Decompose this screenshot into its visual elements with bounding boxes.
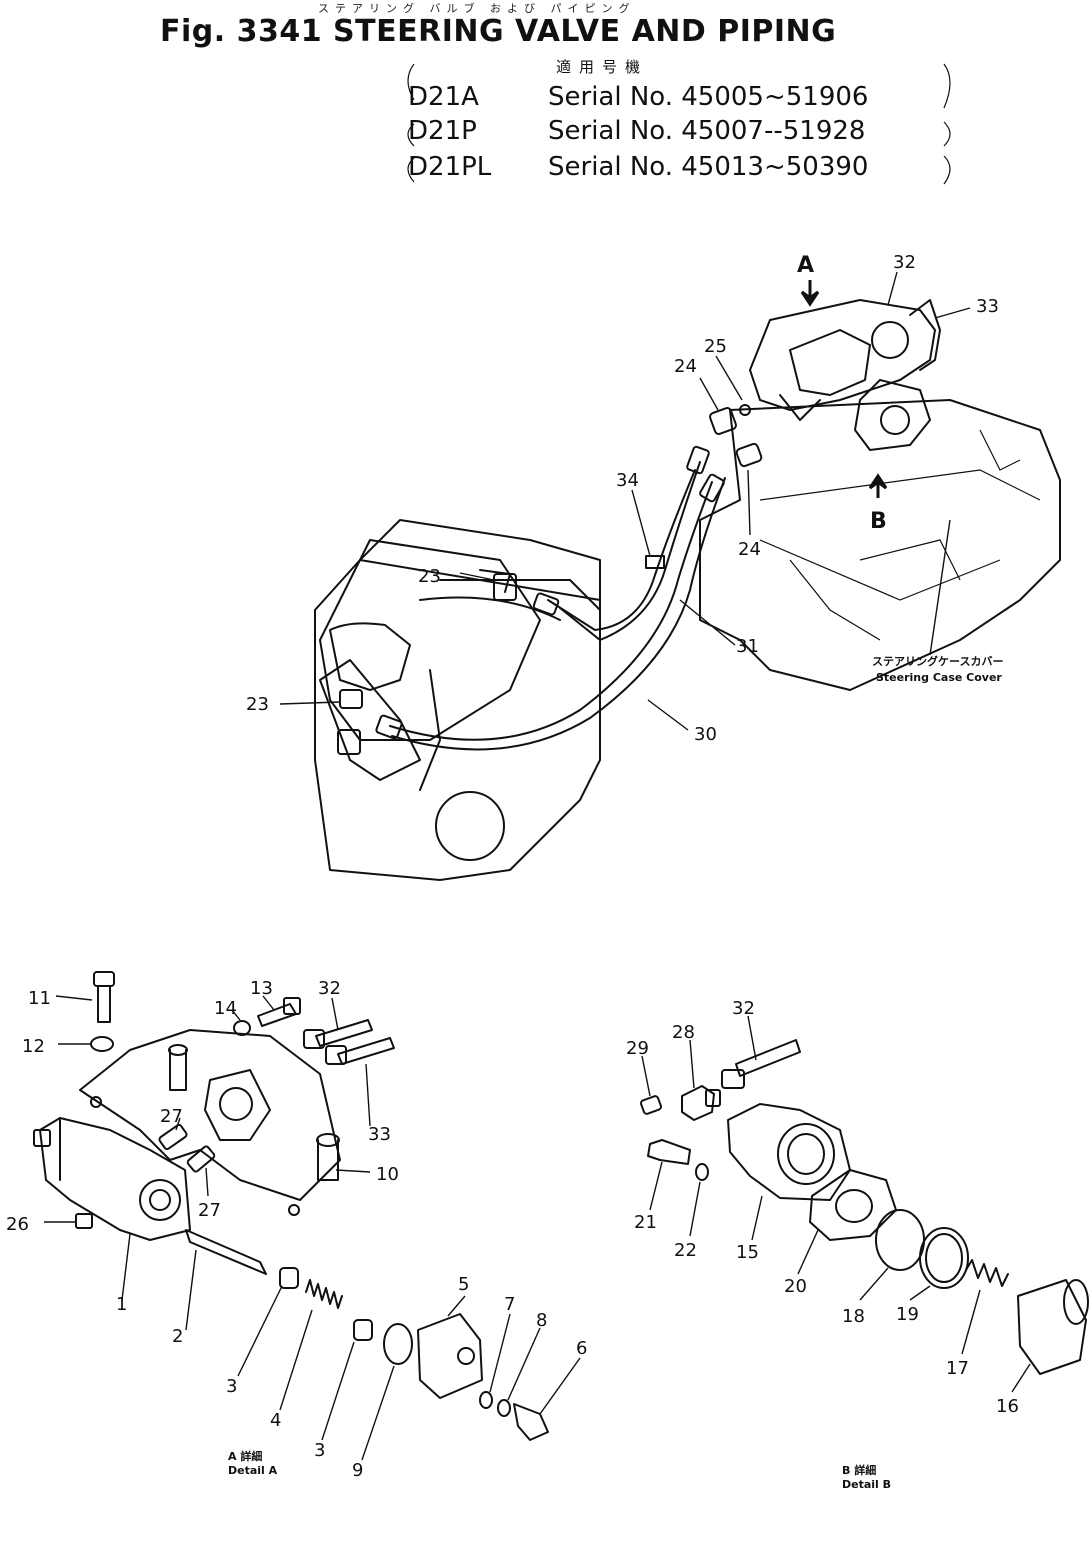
callout-23-upper: 23 bbox=[418, 566, 441, 587]
leader-lines-detail-a bbox=[44, 995, 581, 1461]
callout-33-upper: 33 bbox=[976, 296, 999, 317]
callout-17: 17 bbox=[946, 1358, 969, 1379]
detail-a-label-jp: A 詳細 bbox=[228, 1449, 262, 1463]
model-d21p: D21P bbox=[408, 116, 477, 146]
callout-25: 25 bbox=[704, 336, 727, 357]
callout-27-upper: 27 bbox=[160, 1106, 183, 1127]
callout-14: 14 bbox=[214, 998, 237, 1019]
view-label-b: B bbox=[870, 509, 887, 534]
fitting-24-25 bbox=[709, 404, 763, 468]
callout-34: 34 bbox=[616, 470, 639, 491]
transmission-case bbox=[314, 519, 601, 881]
detail-b-parts bbox=[639, 1039, 1089, 1375]
callout-9: 9 bbox=[352, 1460, 363, 1481]
callout-33-detail-a: 33 bbox=[368, 1124, 391, 1145]
callout-22: 22 bbox=[674, 1240, 697, 1261]
model-d21pl: D21PL bbox=[408, 152, 492, 182]
callout-32-detail-a: 32 bbox=[318, 978, 341, 999]
pipes-30-31 bbox=[375, 445, 726, 751]
leader-lines-detail-b bbox=[641, 1015, 1031, 1393]
callout-6: 6 bbox=[576, 1338, 587, 1359]
bracket-left-2 bbox=[407, 123, 415, 147]
callout-15: 15 bbox=[736, 1242, 759, 1263]
callout-19: 19 bbox=[896, 1304, 919, 1325]
callout-20: 20 bbox=[784, 1276, 807, 1297]
serial-row-d21a: D21A Serial No. 45005~51906 bbox=[408, 82, 868, 112]
serial-d21p: Serial No. 45007--51928 bbox=[548, 116, 866, 146]
steering-case-cover-label: Steering Case Cover bbox=[876, 671, 1002, 684]
callout-5: 5 bbox=[458, 1274, 469, 1295]
callout-30: 30 bbox=[694, 724, 717, 745]
steering-case-cover-body bbox=[699, 399, 1061, 691]
callout-2: 2 bbox=[172, 1326, 183, 1347]
bracket-right-3 bbox=[943, 155, 951, 185]
callout-16: 16 bbox=[996, 1396, 1019, 1417]
view-label-a: A bbox=[797, 253, 814, 278]
callout-13: 13 bbox=[250, 978, 273, 999]
callout-26: 26 bbox=[6, 1214, 29, 1235]
bracket-left-1 bbox=[407, 63, 415, 101]
detail-b-label: Detail B bbox=[842, 1478, 891, 1491]
callout-1: 1 bbox=[116, 1294, 127, 1315]
figure-title: Fig. 3341 STEERING VALVE AND PIPING bbox=[160, 14, 837, 49]
callout-10: 10 bbox=[376, 1164, 399, 1185]
bracket-right-1 bbox=[943, 63, 951, 109]
bracket-right-2 bbox=[943, 121, 951, 147]
clip-34 bbox=[645, 555, 665, 569]
detail-a-parts bbox=[33, 971, 549, 1441]
callout-31: 31 bbox=[736, 636, 759, 657]
bracket-left-3 bbox=[407, 157, 415, 183]
callout-4: 4 bbox=[270, 1410, 281, 1431]
callout-3-lower: 3 bbox=[314, 1440, 325, 1461]
steering-case-cover-label-jp: ステアリングケースカバー bbox=[872, 654, 1003, 668]
callout-21: 21 bbox=[634, 1212, 657, 1233]
title-japanese: ステアリング バルブ および パイピング bbox=[318, 2, 636, 15]
serial-row-d21pl: D21PL Serial No. 45013~50390 bbox=[408, 152, 868, 182]
fitting-23 bbox=[339, 573, 517, 709]
model-d21a: D21A bbox=[408, 82, 479, 112]
callout-24-lower: 24 bbox=[738, 539, 761, 560]
callout-12: 12 bbox=[22, 1036, 45, 1057]
serial-d21a: Serial No. 45005~51906 bbox=[548, 82, 869, 112]
callout-18: 18 bbox=[842, 1306, 865, 1327]
callout-11: 11 bbox=[28, 988, 51, 1009]
steering-valve-assembly bbox=[749, 299, 941, 451]
callout-24-upper: 24 bbox=[674, 356, 697, 377]
callout-3-upper: 3 bbox=[226, 1376, 237, 1397]
detail-b-label-jp: B 詳細 bbox=[842, 1463, 876, 1477]
callout-27-lower: 27 bbox=[198, 1200, 221, 1221]
callout-7: 7 bbox=[504, 1294, 515, 1315]
serial-row-d21p: D21P Serial No. 45007--51928 bbox=[408, 116, 865, 146]
serial-d21pl: Serial No. 45013~50390 bbox=[548, 152, 869, 182]
view-arrows bbox=[800, 280, 888, 498]
detail-a-label: Detail A bbox=[228, 1464, 278, 1477]
callout-28: 28 bbox=[672, 1022, 695, 1043]
arrow-a-icon bbox=[800, 280, 820, 307]
callout-23-lower: 23 bbox=[246, 694, 269, 715]
callout-32-detail-b: 32 bbox=[732, 998, 755, 1019]
callout-8: 8 bbox=[536, 1310, 547, 1331]
callout-29: 29 bbox=[626, 1038, 649, 1059]
case-port bbox=[435, 791, 505, 861]
serial-header-japanese: 適用号機 bbox=[556, 58, 649, 76]
arrow-b-icon bbox=[868, 473, 888, 498]
callout-32-upper: 32 bbox=[893, 252, 916, 273]
leader-lines-upper bbox=[279, 271, 971, 731]
